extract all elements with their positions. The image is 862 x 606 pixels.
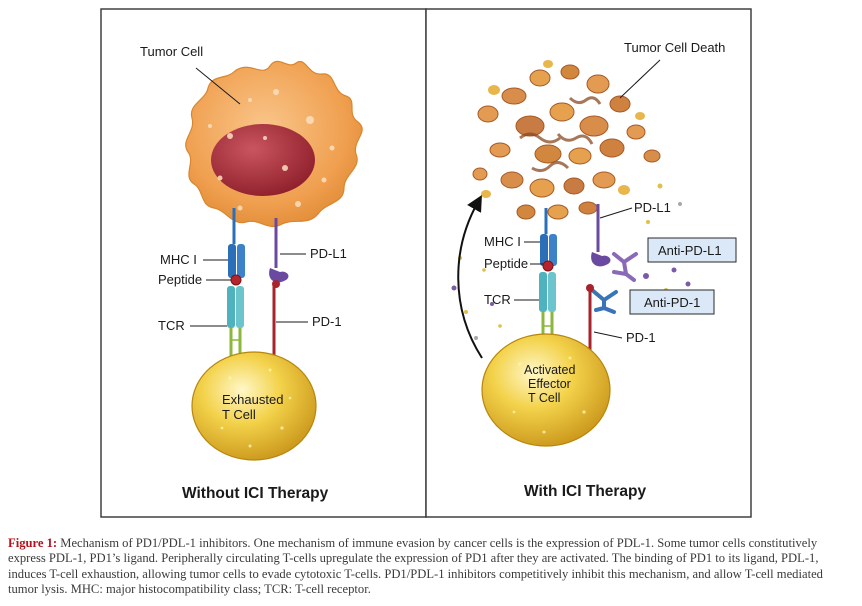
tumor-cell-label: Tumor Cell [140,44,203,59]
anti-pd-1-antibody [590,288,618,314]
tcell-right-line2: Effector [528,377,571,391]
tcell-right-line1: Activated [524,363,575,377]
peptide-right [542,260,554,272]
anti-pd-l1-box: Anti-PD-L1 [647,237,737,263]
exhausted-t-cell [191,351,317,461]
anti-pd-l1-antibody [612,252,638,282]
tumor-nucleus [211,124,315,196]
anti-pd-l1-label: Anti-PD-L1 [658,243,722,258]
right-panel-title: With ICI Therapy [524,483,647,500]
tcell-label-line1: Exhausted [222,392,283,407]
mhc-i-receptor-right [540,234,557,266]
mhc-label-right: MHC I [484,234,521,249]
anti-pd-1-label: Anti-PD-1 [644,295,700,310]
figure-diagram: Tumor Cell MHC I Peptid [100,8,752,518]
right-panel: Tumor Cell Death [451,40,737,500]
tcell-right-line3: T Cell [528,391,560,405]
left-panel: Tumor Cell MHC I Peptid [140,44,363,502]
tumor-death-label: Tumor Cell Death [624,40,725,55]
tcr-label-right: TCR [484,292,511,307]
figure-caption: Figure 1: Mechanism of PD1/PDL-1 inhibit… [8,536,856,598]
mhc-i-receptor [228,244,245,278]
mhc-label: MHC I [160,252,197,267]
pd-l1-ligand-right [591,204,611,267]
pd1-label-right: PD-1 [626,330,656,345]
pdl1-label: PD-L1 [310,246,347,261]
activation-arrow [457,195,483,359]
pdl1-label-right: PD-L1 [634,200,671,215]
pd1-label: PD-1 [312,314,342,329]
peptide-label: Peptide [158,272,202,287]
pd-l1-ligand [269,218,289,283]
left-panel-title: Without ICI Therapy [182,485,329,502]
tcell-label-line2: T Cell [222,407,256,422]
tcr-receptor [227,286,244,360]
tcr-receptor-right [539,272,556,344]
tcr-label: TCR [158,318,185,333]
pd-1-receptor-right [586,284,594,358]
caption-label: Figure 1: [8,536,58,550]
tumor-speckles [208,89,335,211]
caption-text: Mechanism of PD1/PDL-1 inhibitors. One m… [8,536,823,597]
peptide-label-right: Peptide [484,256,528,271]
peptide [230,274,242,286]
anti-pd-1-box: Anti-PD-1 [629,289,715,315]
tumor-debris [472,64,661,220]
activated-t-cell [481,333,611,447]
